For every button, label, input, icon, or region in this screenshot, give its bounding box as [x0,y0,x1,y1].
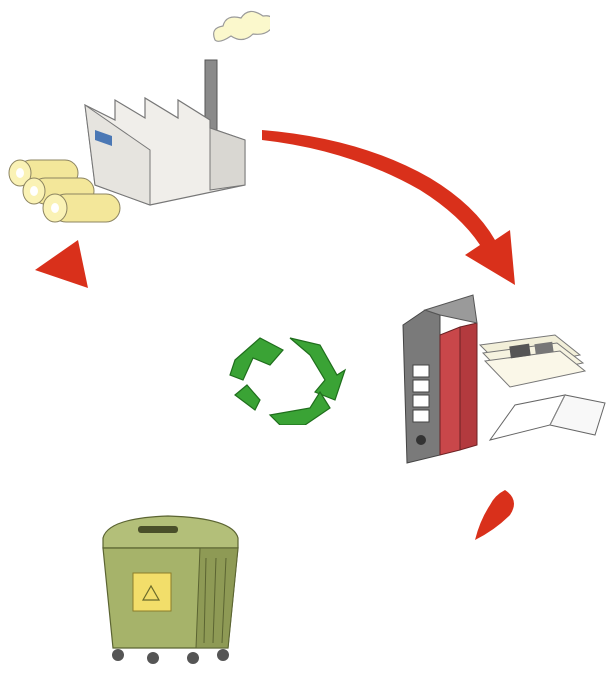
arrow-bin-to-factory [35,240,88,288]
newspapers [480,335,585,387]
arrow-factory-to-products [262,130,515,285]
red-book [440,327,460,455]
books-and-newspapers-icon [395,285,607,470]
arrow-products-to-bin [475,490,514,540]
recycle-symbol-icon [225,330,350,425]
open-book [490,395,605,440]
bin-recycle-label [133,573,171,611]
paper-factory-icon [0,0,270,230]
paper-recycling-bin-icon [88,508,253,668]
smoke-cloud [214,11,270,41]
